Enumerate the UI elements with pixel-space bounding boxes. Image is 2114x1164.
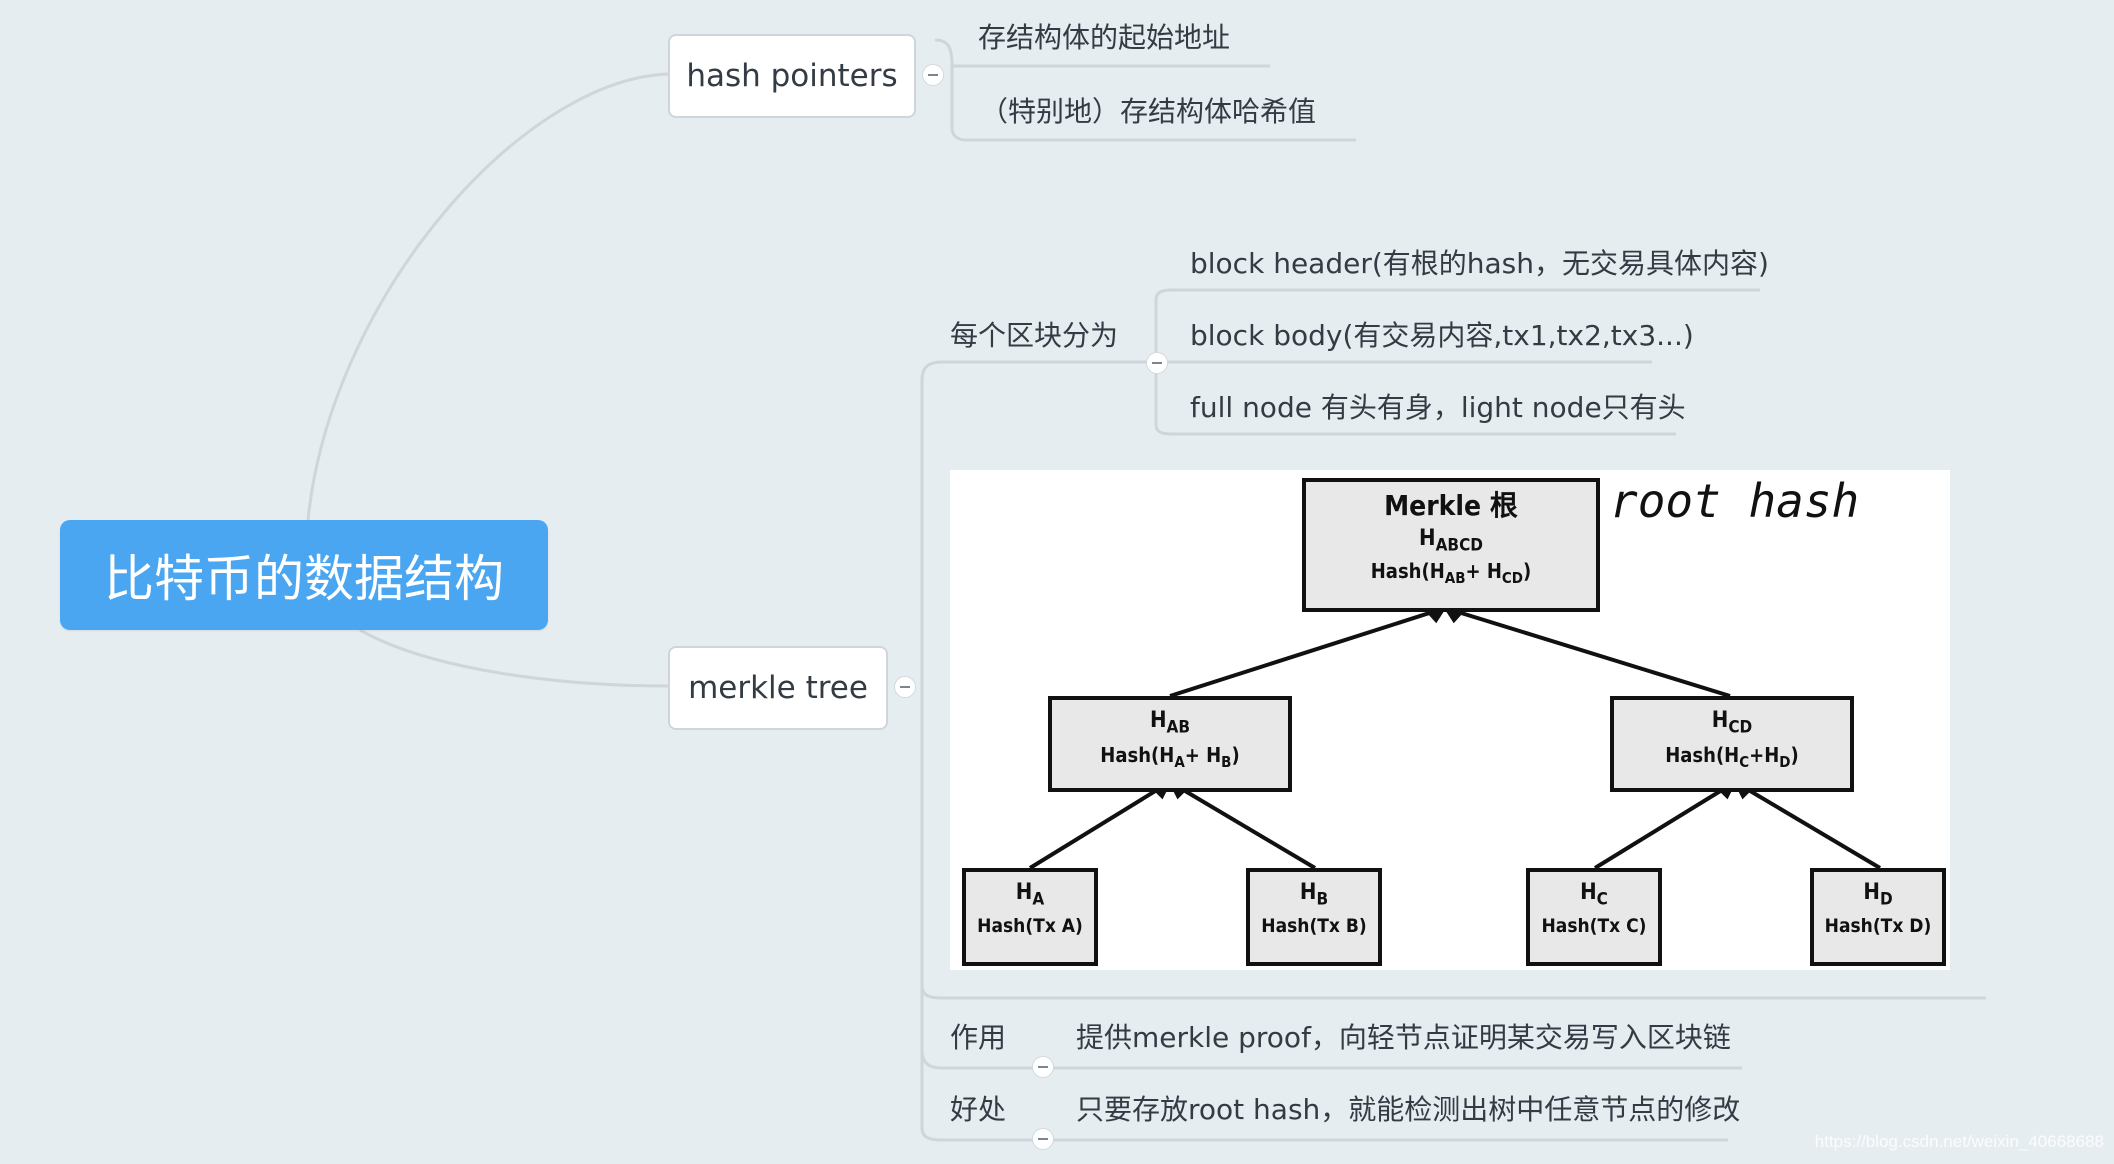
each-block-child-nodes[interactable]: full node 有头有身，light node只有头 [1190,391,1686,424]
topic-merkle-tree[interactable]: merkle tree [668,646,888,730]
merkle-tree-image[interactable]: Merkle 根 HABCD Hash(HAB+ HCD) root hash … [950,470,1950,970]
merkle-leaf-hc: HC Hash(Tx C) [1526,868,1662,966]
collapse-purpose-button[interactable] [1032,1056,1054,1078]
purpose-child[interactable]: 提供merkle proof，向轻节点证明某交易写入区块链 [1076,1021,1731,1054]
root-topic-label: 比特币的数据结构 [104,550,504,608]
merkle-root-node: Merkle 根 HABCD Hash(HAB+ HCD) [1302,478,1600,612]
each-block-child-header[interactable]: block header(有根的hash，无交易具体内容) [1190,247,1769,280]
merkle-root-hash-name: HABCD [1419,526,1483,556]
merkle-node-hcd: HCD Hash(HC+HD) [1610,696,1854,792]
topic-hash-pointers-label: hash pointers [686,58,898,94]
root-hash-annotation: root hash [1610,474,1860,528]
collapse-hash-pointers-button[interactable] [922,64,944,86]
each-block-child-body[interactable]: block body(有交易内容,tx1,tx2,tx3...) [1190,319,1694,352]
each-block-label[interactable]: 每个区块分为 [950,319,1119,352]
collapse-merkle-tree-button[interactable] [894,676,916,698]
collapse-benefit-button[interactable] [1032,1128,1054,1150]
hash-pointers-child-1[interactable]: 存结构体的起始地址 [978,21,1231,54]
hash-pointers-child-2[interactable]: （特别地）存结构体哈希值 [980,95,1317,128]
topic-hash-pointers[interactable]: hash pointers [668,34,916,118]
merkle-leaf-ha: HA Hash(Tx A) [962,868,1098,966]
benefit-label[interactable]: 好处 [950,1093,1007,1126]
benefit-child[interactable]: 只要存放root hash，就能检测出树中任意节点的修改 [1076,1093,1741,1126]
watermark: https://blog.csdn.net/weixin_40668688 [1814,1132,2104,1151]
merkle-leaf-hb: HB Hash(Tx B) [1246,868,1382,966]
merkle-root-title: Merkle 根 [1384,489,1518,522]
merkle-leaf-hd: HD Hash(Tx D) [1810,868,1946,966]
purpose-label[interactable]: 作用 [950,1021,1007,1054]
merkle-node-hab: HAB Hash(HA+ HB) [1048,696,1292,792]
root-topic[interactable]: 比特币的数据结构 [60,520,548,630]
collapse-each-block-button[interactable] [1146,352,1168,374]
topic-merkle-tree-label: merkle tree [688,670,868,706]
merkle-root-formula: Hash(HAB+ HCD) [1370,559,1532,588]
